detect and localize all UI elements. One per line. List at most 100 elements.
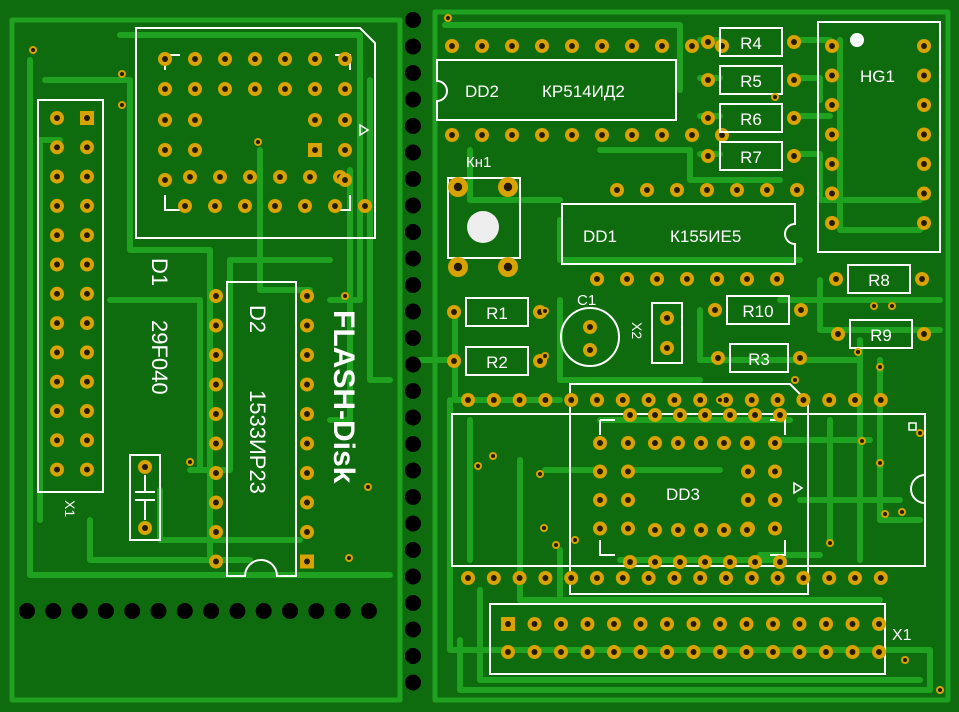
hole <box>490 575 497 581</box>
mask-dot <box>405 489 421 505</box>
mask-dot <box>405 12 421 28</box>
hole <box>192 147 198 153</box>
label-dd2: DD2 <box>465 82 499 101</box>
label-r2: R2 <box>486 353 508 372</box>
hole <box>453 182 463 192</box>
hole <box>451 358 457 364</box>
hole <box>84 173 90 180</box>
kn1-pins <box>448 177 518 277</box>
hole <box>213 440 219 447</box>
hole <box>182 203 188 209</box>
hole <box>584 621 591 627</box>
hole <box>921 220 927 226</box>
hole <box>212 203 218 209</box>
hole <box>366 485 370 489</box>
hole <box>629 43 635 49</box>
hole <box>213 381 219 388</box>
hole <box>829 190 835 197</box>
mask-dot <box>229 603 246 619</box>
hole <box>717 649 723 655</box>
hole <box>689 43 695 49</box>
hole <box>714 276 720 282</box>
mask-dot <box>405 197 421 214</box>
label-x1-left: X1 <box>62 500 78 517</box>
hole <box>54 173 60 180</box>
hole <box>539 132 545 138</box>
hole <box>54 378 60 385</box>
hole <box>900 510 904 514</box>
label-d2-part: 1533ИР23 <box>245 390 270 494</box>
hole <box>774 575 781 581</box>
hole <box>664 315 670 321</box>
hole <box>878 365 882 369</box>
hole <box>823 649 829 655</box>
hole <box>659 132 665 138</box>
mask-dot <box>405 277 421 293</box>
hole <box>705 77 711 83</box>
hole <box>644 187 650 193</box>
hole <box>743 649 750 655</box>
hole <box>451 309 457 315</box>
hole <box>849 649 856 655</box>
hole <box>84 202 90 209</box>
hole <box>637 649 644 655</box>
mask-dot <box>405 595 421 611</box>
hole <box>446 16 450 20</box>
mask-dot <box>203 603 220 619</box>
hole <box>671 575 678 581</box>
label-r8: R8 <box>868 271 890 290</box>
hole <box>645 397 652 403</box>
hole <box>734 187 740 193</box>
hole <box>192 56 198 62</box>
hole <box>748 575 755 581</box>
hole <box>721 440 727 446</box>
hole <box>721 527 727 533</box>
mask-dot <box>360 603 377 619</box>
resistor-r4-outline <box>719 27 783 57</box>
hole <box>829 43 835 49</box>
hole <box>476 464 480 468</box>
x1-left-outline <box>37 99 104 493</box>
hole <box>876 649 882 655</box>
hole <box>777 412 783 418</box>
x1-left-pins <box>50 111 94 477</box>
hole <box>852 397 858 403</box>
hole <box>719 132 725 138</box>
hg1-pin1-dot <box>850 33 864 47</box>
hole <box>594 397 600 403</box>
hole <box>213 322 219 329</box>
hole <box>304 411 310 417</box>
hole <box>162 86 168 92</box>
hole <box>921 43 927 49</box>
mask-dot <box>150 603 167 619</box>
dd2-outline <box>436 59 677 121</box>
hole <box>774 397 781 403</box>
hole <box>772 497 778 503</box>
hole <box>192 117 198 123</box>
hole <box>611 621 617 627</box>
dd3-pins <box>461 393 888 585</box>
hole <box>704 187 710 193</box>
hole <box>252 56 258 62</box>
hole <box>777 559 783 565</box>
hole <box>543 309 547 313</box>
hole <box>764 187 770 193</box>
hole <box>192 86 198 92</box>
hole <box>465 575 471 581</box>
hole <box>142 464 148 470</box>
hole <box>752 559 758 565</box>
hole <box>162 56 168 62</box>
label-r10: R10 <box>742 302 773 321</box>
kn1-button-cap <box>467 211 499 243</box>
dd3-pin1-marker <box>908 422 917 431</box>
hole <box>277 174 283 180</box>
mask-dot <box>405 224 421 240</box>
hole <box>362 203 368 209</box>
dd2-pins <box>445 39 729 142</box>
hole <box>625 525 631 532</box>
hole <box>791 77 797 83</box>
resistor-r7-outline <box>719 141 783 171</box>
label-d1-part: 29F040 <box>147 320 172 395</box>
